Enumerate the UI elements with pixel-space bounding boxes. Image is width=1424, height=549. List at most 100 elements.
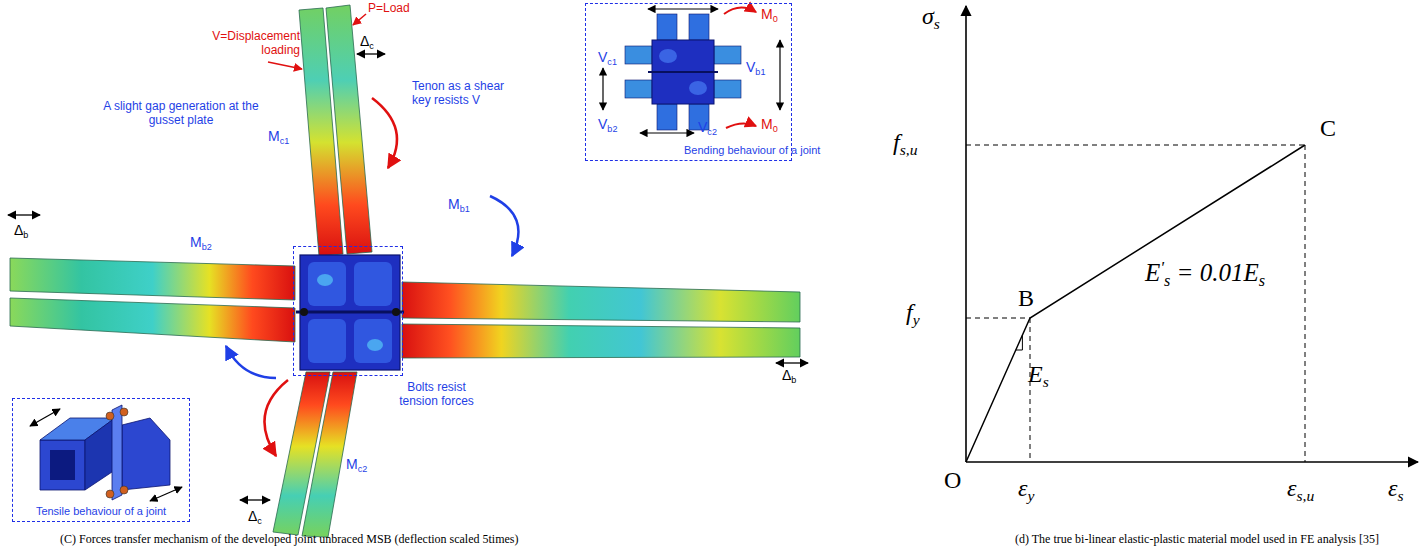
beam-members bbox=[10, 258, 295, 300]
bending-joint-picture bbox=[714, 80, 741, 98]
inset-box: Vc1M0Vb1Vb2Vc2M0Bending behaviour of a j… bbox=[585, 3, 792, 161]
displacement-arrows bbox=[8, 54, 808, 500]
moment-arrows bbox=[372, 98, 397, 168]
joint-model bbox=[296, 311, 404, 314]
subscript: c bbox=[369, 41, 374, 51]
slope-label: E's = 0.01Es bbox=[1145, 260, 1265, 286]
inset-box: Tensile behaviour of a joint bbox=[12, 398, 190, 522]
tensile-joint-picture bbox=[106, 412, 114, 420]
moment-arrows bbox=[226, 346, 276, 378]
subscript: c1 bbox=[280, 136, 290, 146]
stress-strain-plot bbox=[966, 6, 1418, 462]
tensile-joint-picture bbox=[40, 440, 85, 490]
displacement-arrows bbox=[776, 362, 808, 363]
subscript: b bbox=[791, 375, 796, 385]
subscript: 0 bbox=[773, 14, 778, 24]
point-label: B bbox=[1018, 286, 1034, 311]
displacement-symbol: Δc bbox=[248, 508, 262, 524]
joint-model bbox=[308, 262, 346, 306]
annotation: A slight gap generation at the gusset pl… bbox=[92, 100, 270, 128]
subscript: s bbox=[1397, 487, 1403, 504]
moment-arrows bbox=[226, 98, 518, 456]
bending-joint-picture bbox=[640, 132, 694, 133]
load-arrows bbox=[268, 62, 302, 69]
displacement-symbol: Δb bbox=[782, 367, 796, 383]
tensile-joint-picture bbox=[30, 405, 182, 501]
subscript: b2 bbox=[202, 242, 212, 252]
stress-strain-plot bbox=[966, 145, 1305, 146]
tensile-joint-picture bbox=[112, 405, 122, 500]
axis-label: εs bbox=[1388, 476, 1404, 501]
subscript: s bbox=[1164, 272, 1170, 290]
bending-joint-picture bbox=[659, 49, 677, 63]
tensile-joint-picture bbox=[106, 490, 114, 498]
annotation: Tenon as a shear key resists V bbox=[412, 80, 512, 108]
slope-label: Es bbox=[1028, 362, 1049, 387]
subscript: c2 bbox=[707, 127, 717, 137]
bending-joint-picture bbox=[603, 7, 780, 133]
stress-strain-plot bbox=[966, 318, 1030, 319]
tensile-joint-picture bbox=[120, 408, 128, 416]
bending-joint-picture bbox=[714, 46, 741, 64]
annotation: Bolts resist tension forces bbox=[394, 381, 479, 409]
moment-symbol: M0 bbox=[761, 116, 778, 132]
subscript: s,u bbox=[1296, 487, 1314, 504]
shear-symbol: Vc2 bbox=[698, 119, 717, 135]
figure-caption: (C) Forces transfer mechanism of the dev… bbox=[60, 533, 519, 547]
beam-members bbox=[10, 298, 295, 342]
beam-members bbox=[402, 282, 800, 322]
displacement-symbol: Δb bbox=[14, 222, 28, 238]
bending-joint-picture bbox=[657, 14, 677, 40]
axis-value: εy bbox=[1018, 476, 1034, 501]
moment-arrows bbox=[490, 196, 518, 256]
joint-model bbox=[300, 308, 308, 316]
subscript: s bbox=[1043, 373, 1049, 390]
bending-joint-picture bbox=[625, 80, 652, 98]
moment-symbol: Mb1 bbox=[448, 196, 470, 212]
moment-symbol: M0 bbox=[761, 6, 778, 22]
load-label: V=Displacement loading bbox=[196, 30, 300, 58]
bending-joint-picture bbox=[689, 81, 707, 95]
origin-label: O bbox=[944, 468, 961, 493]
joint-model bbox=[367, 339, 383, 351]
joint-box: Bolts resist tension forces bbox=[293, 246, 403, 376]
subscript: c2 bbox=[358, 464, 368, 474]
joint-model bbox=[296, 255, 404, 370]
displacement-arrows bbox=[240, 499, 270, 500]
bending-joint-picture bbox=[726, 123, 756, 128]
beam-members bbox=[10, 258, 800, 358]
bending-joint-picture bbox=[689, 14, 709, 40]
load-arrows bbox=[353, 14, 366, 25]
stress-strain-plot bbox=[1305, 145, 1306, 462]
subscript: s,u bbox=[900, 141, 918, 158]
subscript: 0 bbox=[773, 124, 778, 134]
stress-strain-plot bbox=[1030, 318, 1031, 462]
subscript: b1 bbox=[755, 67, 765, 77]
joint-model bbox=[308, 319, 346, 363]
displacement-arrows bbox=[8, 214, 40, 215]
axis-label: σs bbox=[922, 4, 940, 29]
shear-symbol: Vb1 bbox=[746, 59, 765, 75]
stress-strain-plot bbox=[966, 145, 1305, 462]
tensile-joint-picture bbox=[120, 486, 128, 494]
joint-model bbox=[392, 308, 400, 316]
subscript: c bbox=[257, 516, 262, 526]
inset-title: Tensile behaviour of a joint bbox=[13, 505, 189, 518]
displacement-symbol: Δc bbox=[360, 33, 374, 49]
beam-members bbox=[402, 324, 800, 358]
bending-joint-picture bbox=[625, 46, 652, 64]
subscript: b2 bbox=[607, 124, 617, 134]
moment-arrows bbox=[264, 380, 288, 456]
joint-model bbox=[354, 319, 392, 363]
bending-joint-picture bbox=[602, 68, 603, 110]
axis-value: εs,u bbox=[1287, 476, 1314, 501]
load-label: P=Load bbox=[368, 2, 410, 16]
subscript: b bbox=[23, 230, 28, 240]
shear-symbol: Vc1 bbox=[598, 49, 617, 65]
stress-strain-plot bbox=[1016, 335, 1023, 350]
moment-symbol: Mc1 bbox=[268, 128, 289, 144]
tensile-joint-picture bbox=[85, 418, 115, 490]
axis-value: fy bbox=[906, 300, 920, 325]
tensile-joint-picture bbox=[50, 450, 75, 480]
